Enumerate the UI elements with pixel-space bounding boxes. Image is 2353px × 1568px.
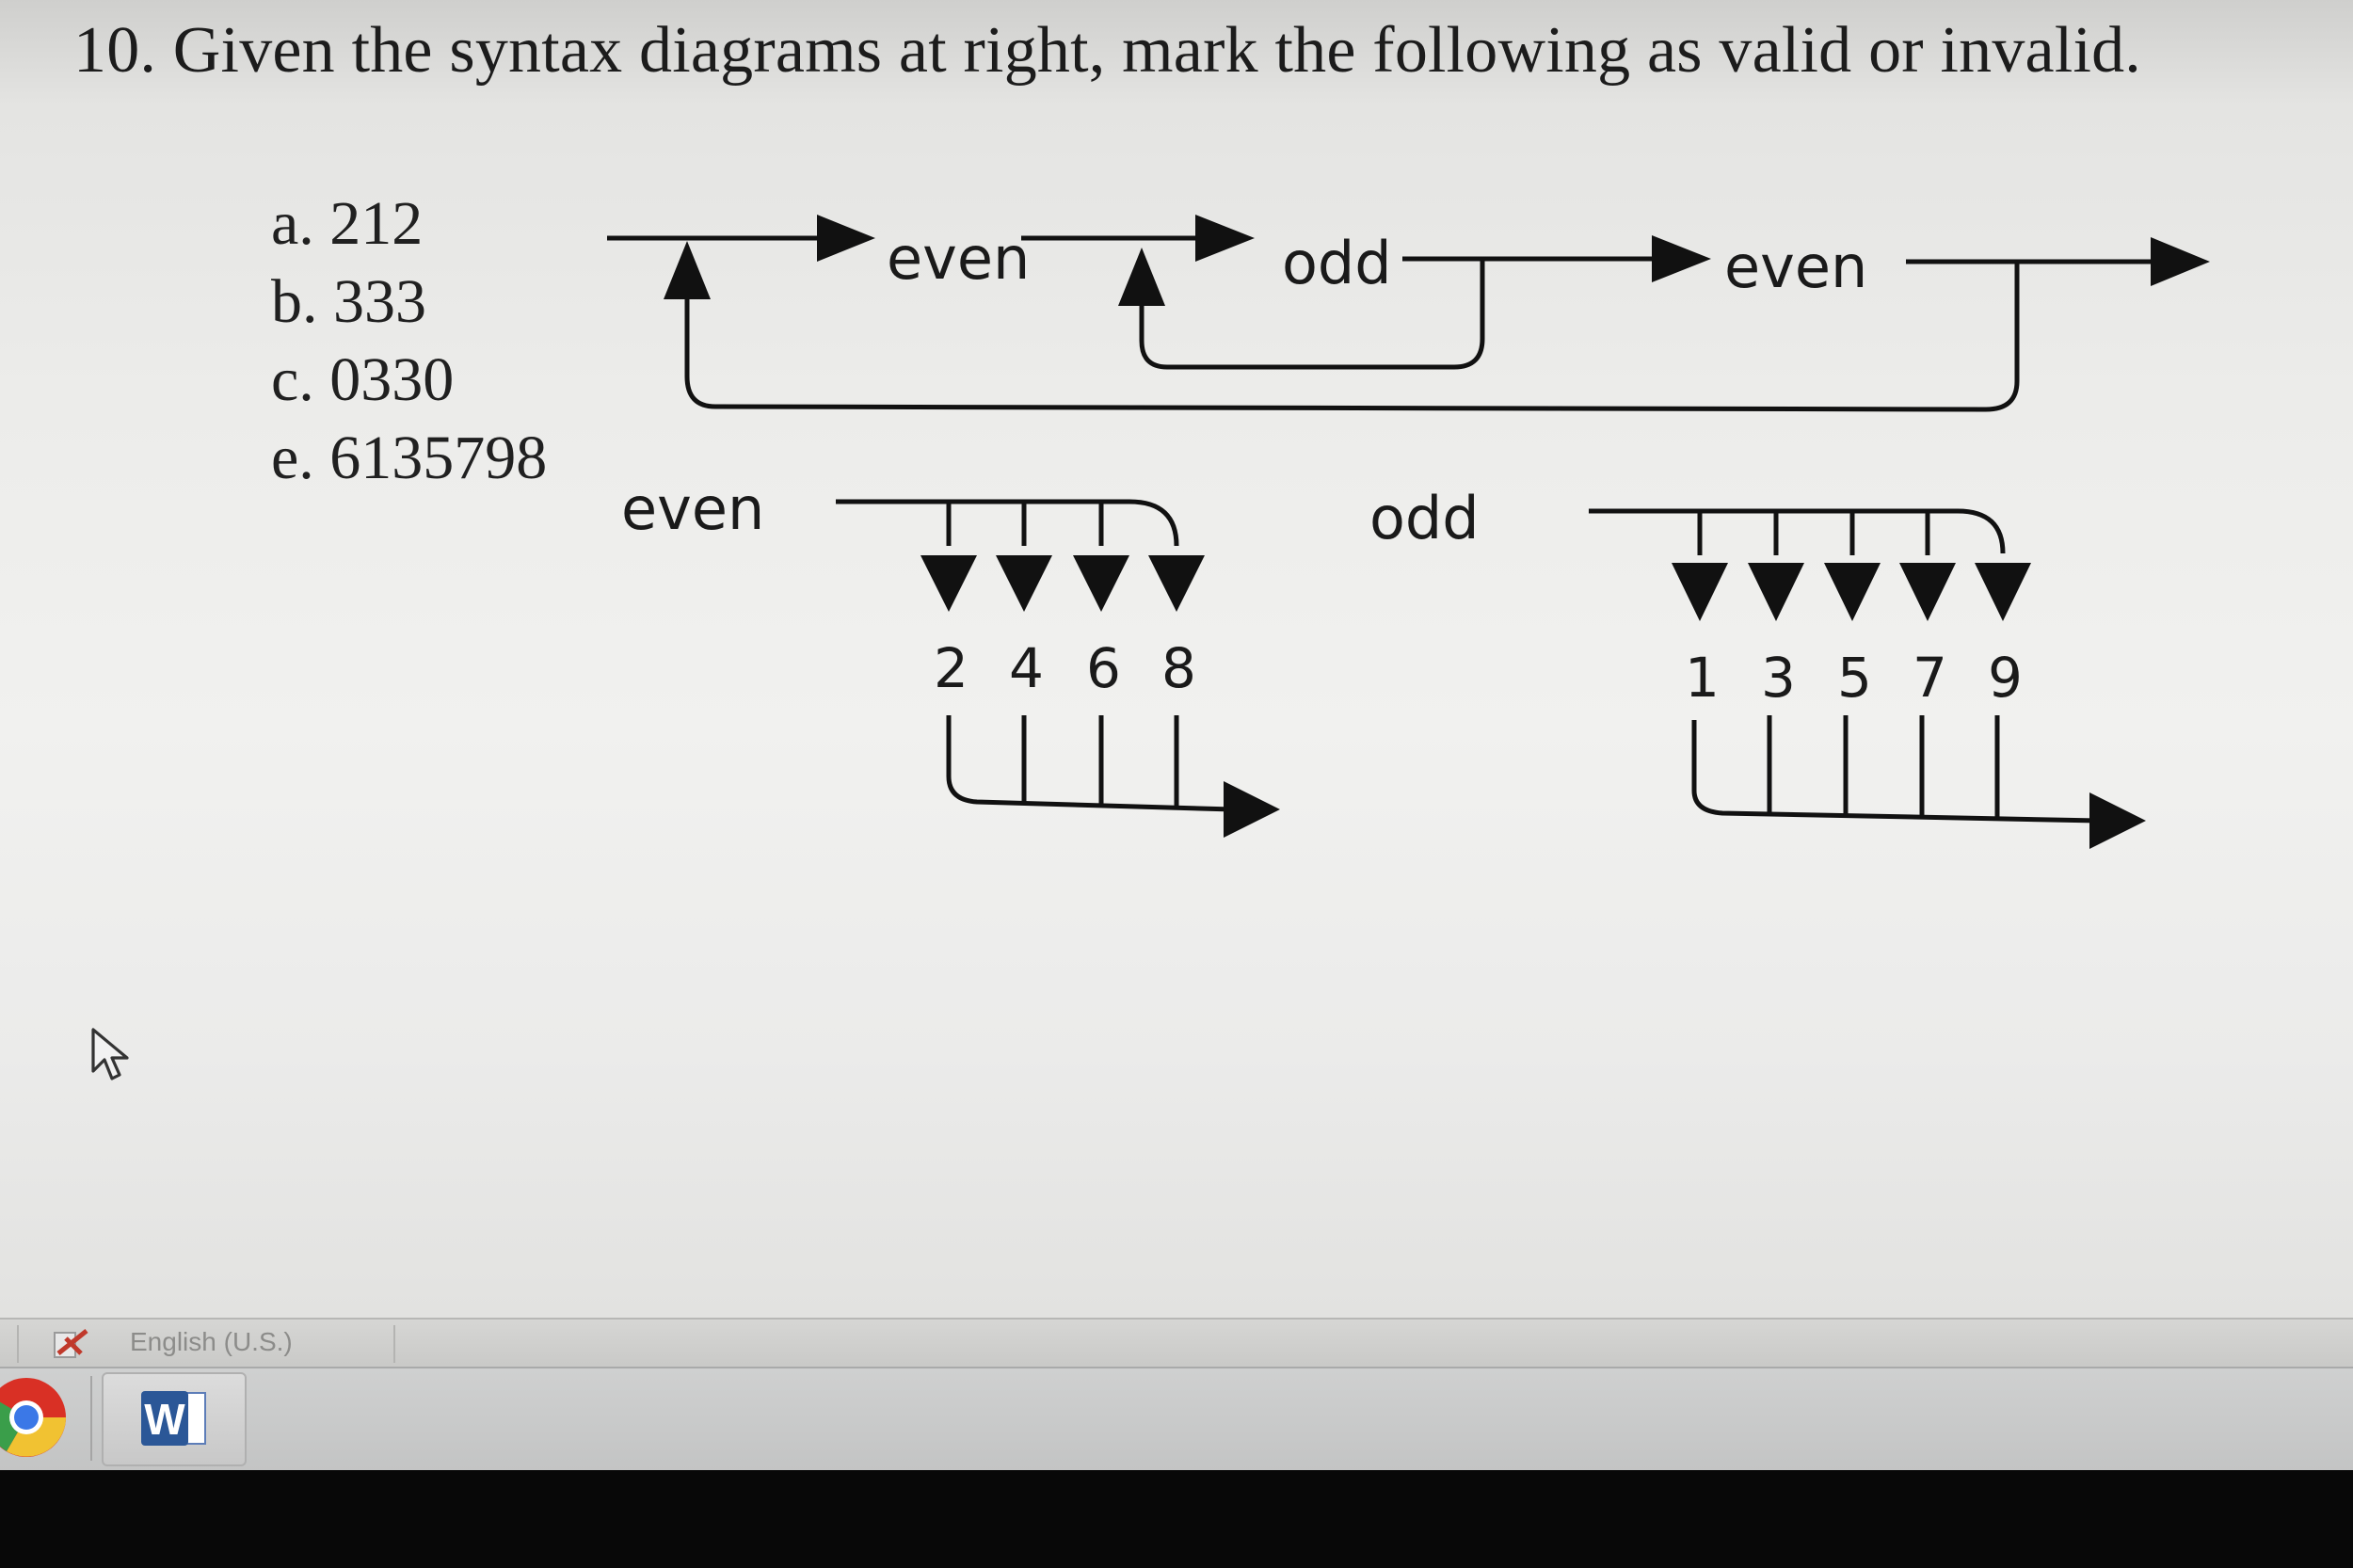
odd-def-diagram <box>1589 508 2146 849</box>
question-text: 10. Given the syntax diagrams at right, … <box>73 14 2142 87</box>
mouse-cursor-icon <box>91 1028 129 1080</box>
spelling-check-icon[interactable] <box>49 1325 92 1363</box>
language-indicator[interactable]: English (U.S.) <box>130 1327 293 1356</box>
digit-8: 8 <box>1161 636 1196 700</box>
status-bar: English (U.S.) <box>0 1318 2353 1368</box>
digit-3: 3 <box>1761 646 1796 710</box>
digit-7: 7 <box>1913 646 1947 710</box>
digit-1: 1 <box>1685 646 1720 710</box>
even-def-diagram <box>836 499 1280 838</box>
digit-6: 6 <box>1086 636 1121 700</box>
syntax-diagram: even odd even even 2 4 6 8 odd <box>607 215 2210 849</box>
document-page: 10. Given the syntax diagrams at right, … <box>0 0 2353 1318</box>
main-odd-label: odd <box>1282 229 1392 297</box>
chrome-icon[interactable] <box>0 1374 70 1461</box>
main-even-label-1: even <box>887 224 1030 293</box>
digit-4: 4 <box>1009 636 1044 700</box>
status-divider <box>393 1325 395 1363</box>
digit-5: 5 <box>1837 646 1872 710</box>
odd-def-label: odd <box>1369 484 1480 552</box>
word-taskbar-button[interactable]: W <box>102 1372 247 1466</box>
main-diagram <box>607 215 2210 412</box>
answer-e: e. 6135798 <box>271 424 548 492</box>
word-icon: W <box>141 1391 206 1446</box>
monitor-bezel <box>0 1470 2353 1568</box>
status-divider <box>17 1325 19 1363</box>
answer-a: a. 212 <box>271 189 424 258</box>
digit-9: 9 <box>1988 646 2023 710</box>
taskbar-divider <box>90 1376 92 1461</box>
digit-2: 2 <box>934 636 968 700</box>
word-letter: W <box>144 1395 185 1444</box>
taskbar: W <box>0 1367 2353 1472</box>
even-def-label: even <box>621 474 764 543</box>
main-even-label-2: even <box>1724 232 1867 301</box>
answer-c: c. 0330 <box>271 345 455 414</box>
answer-b: b. 333 <box>271 267 426 336</box>
